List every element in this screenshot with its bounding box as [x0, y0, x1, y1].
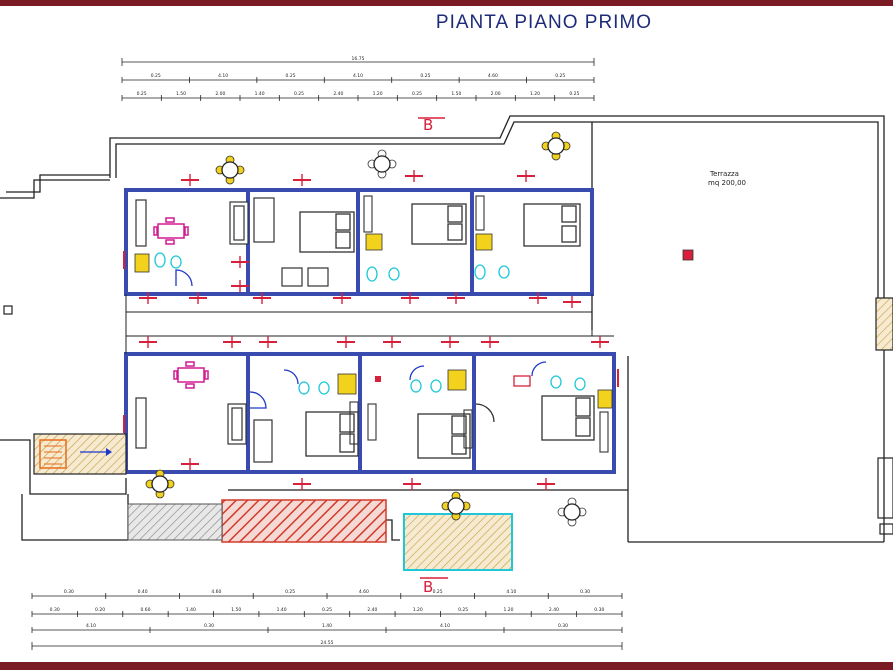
grey-hatched-area [127, 503, 223, 541]
bottom-row3-label: 0.30 [204, 623, 214, 629]
bottom-row2-label: 1.40 [186, 607, 196, 613]
top-row1-label: 4.60 [488, 73, 498, 79]
sofas [135, 197, 329, 463]
frame-top-bar [0, 0, 893, 6]
round-table [373, 155, 391, 173]
top-row1-label: 4.10 [218, 73, 228, 79]
terrace-label: Terrazza [709, 170, 739, 178]
top-row2-label: 0.25 [569, 91, 579, 97]
top-row2-label: 1.50 [176, 91, 186, 97]
right-side-elements [3, 297, 893, 535]
corridor-lines [125, 294, 614, 354]
bottom-row1-label: 0.40 [138, 589, 148, 595]
top-row1-label: 0.25 [151, 73, 161, 79]
bottom-row1-label: 4.60 [211, 589, 221, 595]
bottom-dimension-lines: 0.30 0.40 4.60 0.25 4.60 0.25 4.10 0.30 0.30 0.20… [31, 589, 623, 650]
plan-title: PIANTA PIANO PRIMO [435, 12, 653, 33]
top-total-label: 16.75 [352, 56, 365, 62]
round-table [547, 137, 565, 155]
building-outline [0, 115, 885, 543]
section-marker-bottom: B [420, 577, 448, 596]
doors [175, 269, 547, 423]
top-row2-label: 0.25 [412, 91, 422, 97]
bottom-row3-label: 4.10 [440, 623, 450, 629]
bottom-total-label: 24.55 [321, 640, 334, 646]
bathroom-fixtures [134, 233, 613, 409]
beds [299, 203, 595, 459]
bottom-row1-label: 0.25 [433, 589, 443, 595]
bottom-row3-label: 0.30 [558, 623, 568, 629]
bottom-row2-label: 0.25 [322, 607, 332, 613]
bottom-row1-label: 4.60 [359, 589, 369, 595]
round-table [447, 497, 465, 515]
section-marker-top-label: B [423, 116, 433, 134]
tan-hatched-landing [403, 513, 513, 571]
round-table [221, 161, 239, 179]
bottom-row1-label: 0.30 [64, 589, 74, 595]
section-marker-bottom-label: B [423, 578, 433, 596]
top-row1-label: 0.25 [286, 73, 296, 79]
top-row2-label: 1.50 [451, 91, 461, 97]
top-row2-label: 1.20 [373, 91, 383, 97]
bottom-row2-label: 1.40 [277, 607, 287, 613]
drain-marker [682, 249, 694, 261]
top-row2-label: 2.00 [215, 91, 225, 97]
bottom-row1-label: 0.25 [285, 589, 295, 595]
red-hatched-balcony [221, 499, 387, 543]
top-dimension-lines: 16.75 0.25 4.10 0.25 4.10 0.25 4.60 0.25 0.25 1.5… [121, 56, 595, 101]
frame-bottom-bar [0, 662, 893, 670]
bottom-row2-label: 2.40 [367, 607, 377, 613]
round-table [563, 503, 581, 521]
top-row2-label: 2.00 [491, 91, 501, 97]
bottom-row2-label: 2.40 [549, 607, 559, 613]
bottom-row2-label: 1.20 [413, 607, 423, 613]
opening-dimension-marks [123, 170, 619, 490]
bottom-row3-label: 4.10 [86, 623, 96, 629]
outdoor-tables [145, 131, 587, 527]
top-row1-label: 4.10 [353, 73, 363, 79]
hatched-areas [33, 433, 513, 571]
bottom-row2-label: 0.20 [95, 607, 105, 613]
bottom-row2-label: 0.25 [458, 607, 468, 613]
apartment-walls [124, 188, 616, 474]
bottom-row2-label: 1.20 [504, 607, 514, 613]
round-table [151, 475, 169, 493]
bottom-row2-label: 0.30 [50, 607, 60, 613]
top-row2-label: 2.40 [333, 91, 343, 97]
terrace: Terrazza mq 200,00 [682, 170, 746, 261]
section-marker-top: B [418, 116, 445, 134]
top-row1-label: 0.25 [555, 73, 565, 79]
top-row1-label: 0.25 [420, 73, 430, 79]
bottom-row1-label: 4.10 [506, 589, 516, 595]
bottom-row1-label: 0.30 [580, 589, 590, 595]
top-row2-label: 0.25 [294, 91, 304, 97]
stair [39, 439, 112, 469]
terrace-area: mq 200,00 [708, 179, 746, 187]
bottom-row2-label: 1.50 [231, 607, 241, 613]
top-row2-label: 0.25 [137, 91, 147, 97]
dining-tables [153, 217, 209, 389]
top-row2-label: 1.40 [255, 91, 265, 97]
top-row2-label: 1.20 [530, 91, 540, 97]
wardrobes [349, 195, 609, 453]
bottom-row3-label: 1.40 [322, 623, 332, 629]
bottom-row2-label: 0.60 [140, 607, 150, 613]
bottom-row2-label: 0.30 [594, 607, 604, 613]
